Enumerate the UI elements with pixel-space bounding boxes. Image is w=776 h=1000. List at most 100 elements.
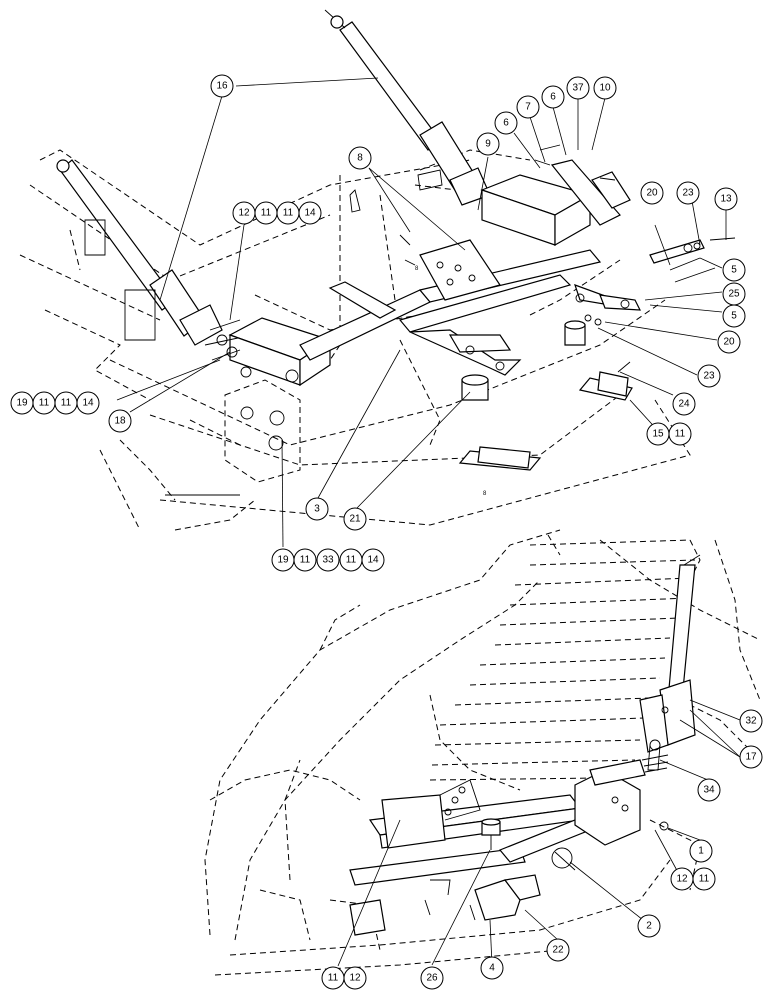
callout-11: 11 <box>339 548 363 572</box>
callout-label: 34 <box>703 785 715 796</box>
callout-8: 8 <box>348 146 372 170</box>
callout-25: 25 <box>722 282 746 306</box>
callout-3: 3 <box>305 497 329 521</box>
callout-4: 4 <box>480 956 504 980</box>
callout-24: 24 <box>672 392 696 416</box>
callout-10: 10 <box>593 76 617 100</box>
upper-assembly <box>19 9 736 531</box>
callout-label: 23 <box>682 188 694 199</box>
callout-label: 26 <box>426 973 438 984</box>
callout-23: 23 <box>697 364 721 388</box>
callout-23: 23 <box>676 181 700 205</box>
callout-label: 11 <box>346 555 357 566</box>
callout-label: 24 <box>678 399 690 410</box>
callout-11: 11 <box>692 867 716 891</box>
callout-label: 14 <box>82 398 94 409</box>
callout-label: 4 <box>489 963 495 974</box>
callout-label: 10 <box>599 83 611 94</box>
callout-20: 20 <box>717 330 741 354</box>
callout-11: 11 <box>54 391 78 415</box>
callout-label: 20 <box>646 188 658 199</box>
callout-label: 19 <box>16 398 28 409</box>
callout-label: 14 <box>304 208 316 219</box>
callout-20: 20 <box>640 181 664 205</box>
callout-label: 12 <box>676 874 688 885</box>
callout-label: 1 <box>698 846 704 857</box>
callout-13: 13 <box>714 187 738 211</box>
callout-label: 16 <box>216 81 228 92</box>
callout-14: 14 <box>76 391 100 415</box>
callout-label: 8 <box>357 153 363 164</box>
callout-label: 33 <box>322 555 334 566</box>
grille-slats <box>429 534 701 781</box>
callout-label: 22 <box>552 945 564 956</box>
callout-label: 5 <box>731 265 737 276</box>
callout-label: 11 <box>39 398 50 409</box>
callout-6: 6 <box>541 85 565 109</box>
callout-33: 33 <box>316 548 340 572</box>
callout-32: 32 <box>739 709 763 733</box>
callout-label: 11 <box>261 208 272 219</box>
small-mark: 8 <box>415 266 419 272</box>
callout-label: 3 <box>314 504 320 515</box>
callout-label: 7 <box>525 102 531 113</box>
callout-label: 11 <box>328 973 339 984</box>
callout-12: 12 <box>232 201 256 225</box>
callout-11: 11 <box>32 391 56 415</box>
callout-11: 11 <box>276 201 300 225</box>
callout-6: 6 <box>494 111 518 135</box>
callout-label: 21 <box>349 514 361 525</box>
callout-5: 5 <box>722 258 746 282</box>
callout-label: 6 <box>550 92 556 103</box>
callout-label: 37 <box>572 83 584 94</box>
callout-15: 15 <box>646 422 670 446</box>
callout-label: 25 <box>728 289 740 300</box>
callout-label: 5 <box>731 311 737 322</box>
callout-label: 2 <box>646 921 652 932</box>
callout-26: 26 <box>420 966 444 990</box>
callout-label: 23 <box>703 371 715 382</box>
callout-22: 22 <box>546 938 570 962</box>
leader-lines <box>116 77 741 967</box>
callout-label: 13 <box>720 194 732 205</box>
callout-label: 15 <box>652 429 664 440</box>
callout-label: 11 <box>699 874 710 885</box>
callout-11: 11 <box>668 422 692 446</box>
callout-14: 14 <box>298 201 322 225</box>
callout-11: 11 <box>293 548 317 572</box>
callout-label: 18 <box>114 416 126 427</box>
callouts: 16 9 6 7 6 37 10 8 12 11 11 14 20 23 13 … <box>10 74 763 990</box>
callout-label: 11 <box>283 208 294 219</box>
callout-9: 9 <box>476 132 500 156</box>
callout-19: 19 <box>271 548 295 572</box>
callout-21: 21 <box>343 507 367 531</box>
callout-16: 16 <box>210 74 234 98</box>
callout-label: 20 <box>723 337 735 348</box>
callout-5: 5 <box>722 304 746 328</box>
callout-11: 11 <box>254 201 278 225</box>
callout-34: 34 <box>697 778 721 802</box>
callout-11: 11 <box>321 966 345 990</box>
small-mark: 8 <box>483 491 487 497</box>
callout-12: 12 <box>670 867 694 891</box>
callout-label: 11 <box>61 398 72 409</box>
callout-label: 12 <box>238 208 250 219</box>
callout-label: 14 <box>367 555 379 566</box>
callout-label: 9 <box>485 139 491 150</box>
callout-2: 2 <box>637 914 661 938</box>
callout-18: 18 <box>108 409 132 433</box>
callout-14: 14 <box>361 548 385 572</box>
callout-17: 17 <box>739 745 763 769</box>
callout-label: 19 <box>277 555 289 566</box>
callout-label: 32 <box>745 716 757 727</box>
callout-37: 37 <box>566 76 590 100</box>
callout-label: 17 <box>745 752 757 763</box>
callout-19: 19 <box>10 391 34 415</box>
callout-12: 12 <box>343 966 367 990</box>
callout-label: 12 <box>349 973 361 984</box>
callout-label: 11 <box>675 429 686 440</box>
callout-1: 1 <box>689 839 713 863</box>
callout-label: 6 <box>503 118 509 129</box>
callout-7: 7 <box>516 95 540 119</box>
